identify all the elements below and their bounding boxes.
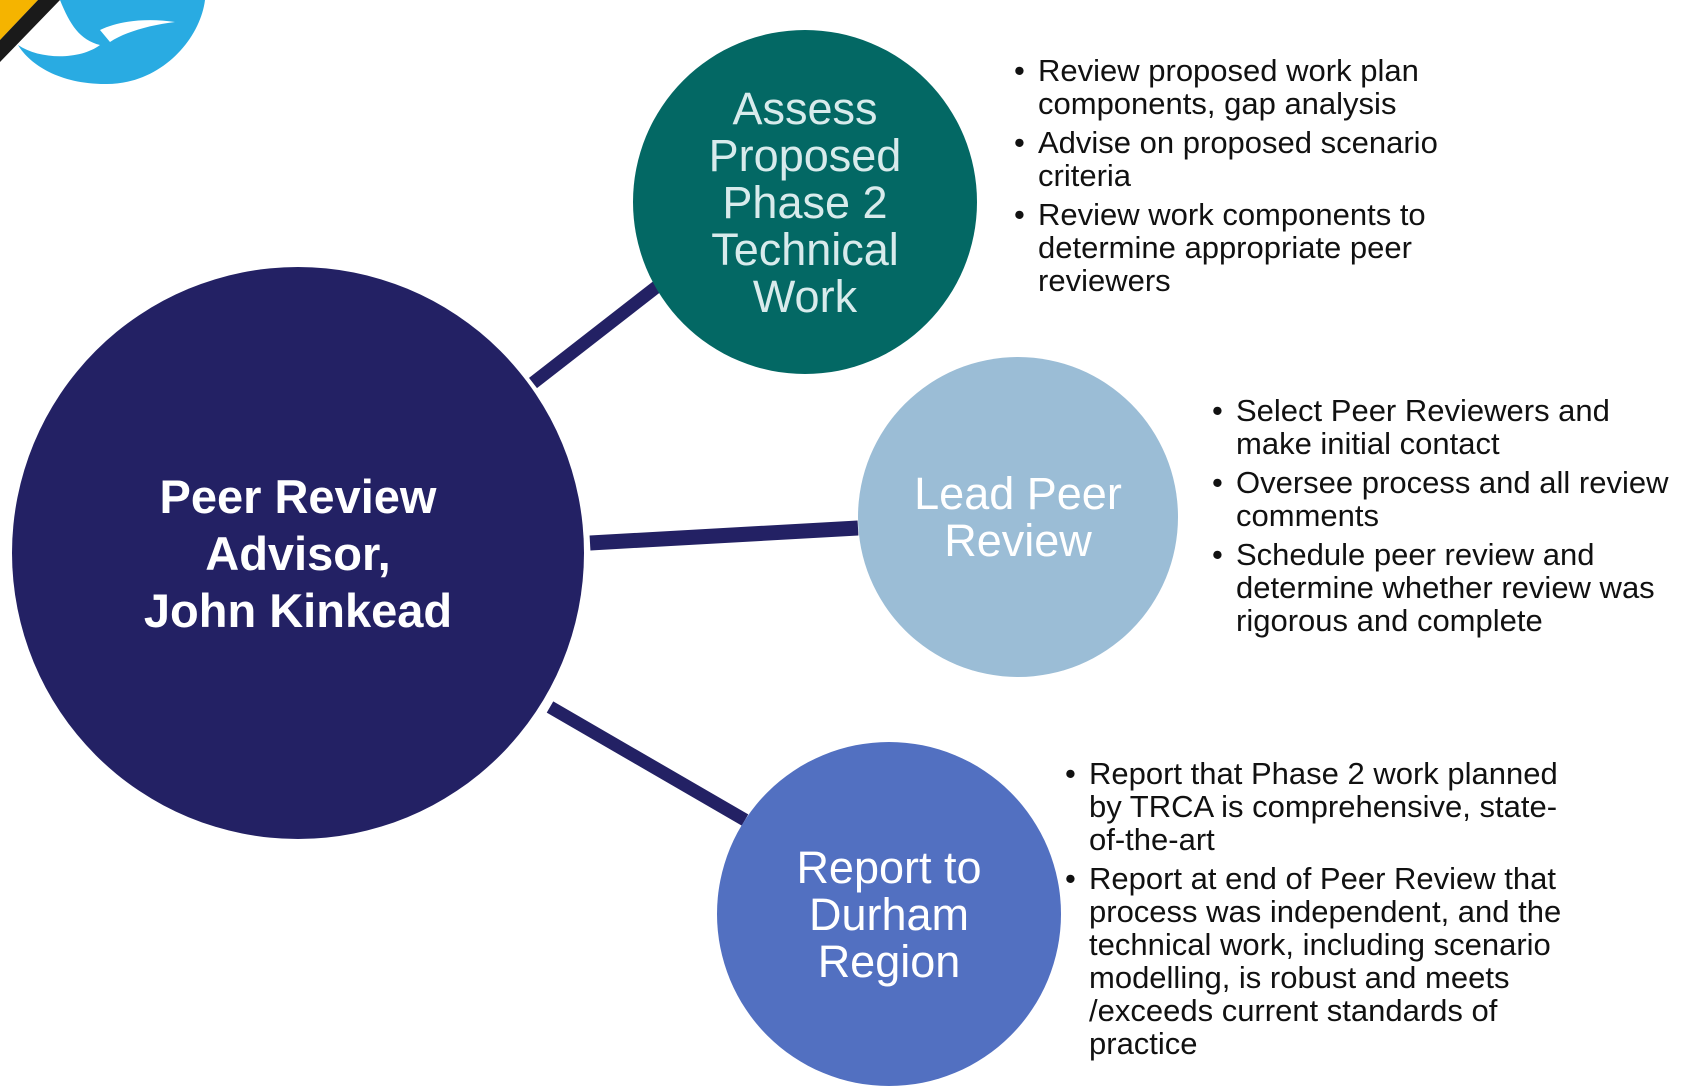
connector-assess [529,272,672,389]
bullet-item: Report that Phase 2 work planned by TRCA… [1065,757,1565,856]
logo-swoosh-icon [0,0,205,85]
bullet-item: Schedule peer review and determine wheth… [1212,538,1692,637]
assess-node: Assess Proposed Phase 2 Technical Work [633,30,977,374]
lead-peer-review-label: Lead Peer Review [914,468,1122,566]
report-node: Report to Durham Region [717,742,1061,1086]
connector-report [546,701,749,826]
assess-label: Assess Proposed Phase 2 Technical Work [708,82,902,322]
report-bullet-list: Report that Phase 2 work planned by TRCA… [1065,757,1565,1066]
lead-bullet-list: Select Peer Reviewers and make initial c… [1212,394,1692,643]
bullet-item: Report at end of Peer Review that proces… [1065,862,1565,1060]
peer-review-advisor-label: Peer Review Advisor, John Kinkead [143,469,453,637]
report-label: Report to Durham Region [796,841,982,987]
bullet-item: Advise on proposed scenario criteria [1014,126,1474,192]
lead-peer-review-node: Lead Peer Review [858,357,1178,677]
bullet-item: Review proposed work plan components, ga… [1014,54,1474,120]
bullet-item: Select Peer Reviewers and make initial c… [1212,394,1692,460]
assess-bullet-list: Review proposed work plan components, ga… [1014,54,1474,303]
bullet-item: Oversee process and all review comments [1212,466,1692,532]
bullet-item: Review work components to determine appr… [1014,198,1474,297]
peer-review-advisor-node: Peer Review Advisor, John Kinkead [12,267,584,839]
connector-lead [589,520,859,551]
